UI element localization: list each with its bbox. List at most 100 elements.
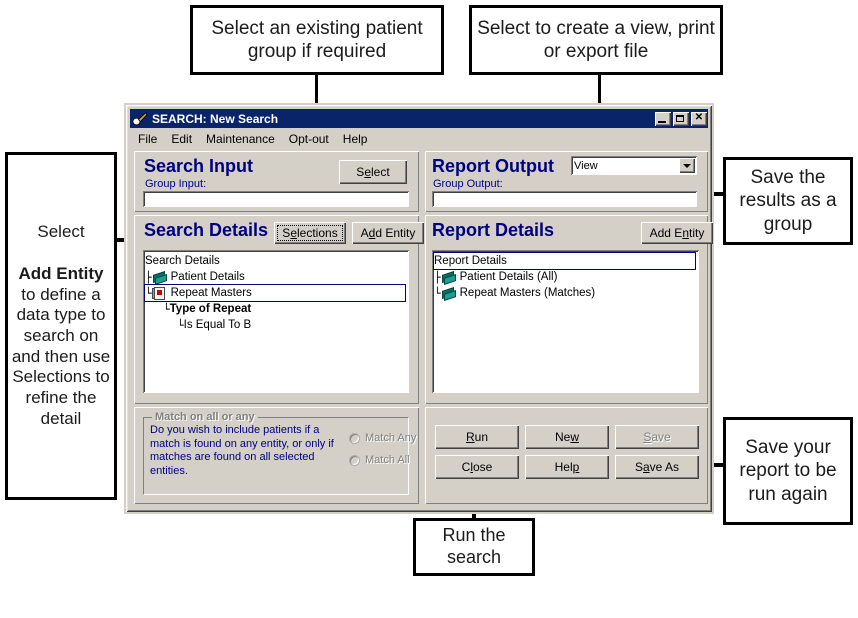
action-buttons-panel: Run New Save Close Help Save As — [425, 407, 708, 504]
radio-match-all-label: Match All — [365, 454, 410, 466]
tree-item-label: Repeat Masters (Matches) — [459, 287, 596, 299]
menubar: File Edit Maintenance Opt-out Help — [131, 130, 707, 147]
tree-row-repeat-masters-matches[interactable]: └ Repeat Masters (Matches) — [434, 285, 697, 301]
arrow-line-right-bottom — [707, 463, 725, 467]
radio-match-any-label: Match Any — [365, 432, 417, 444]
minimize-icon[interactable] — [655, 111, 671, 126]
tree-item-label: Patient Details (All) — [459, 271, 558, 283]
search-dialog-window: SEARCH: New Search ✕ File Edit Maintenan… — [124, 103, 714, 514]
search-details-heading: Search Details — [144, 220, 269, 240]
tree-item-label: Is Equal To B — [183, 319, 252, 331]
tree-root-label: Report Details — [434, 255, 507, 267]
run-button-label: Run — [465, 430, 489, 444]
callout-create-view-print-export: Select to create a view, print or export… — [469, 5, 723, 75]
select-button-label: Select — [356, 165, 390, 179]
window-titlebar[interactable]: SEARCH: New Search ✕ — [130, 109, 708, 128]
group-input-field[interactable] — [143, 191, 409, 207]
callout-text-pre: Select — [37, 222, 85, 242]
report-details-panel: Report Details Add Entity Report Details… — [425, 215, 713, 404]
book-icon — [441, 286, 457, 301]
save-as-button-label: Save As — [634, 460, 680, 474]
tree-root-row[interactable]: Report Details — [433, 252, 696, 270]
tree-connector: └ — [163, 302, 170, 316]
tree-connector: ├ — [434, 270, 441, 284]
callout-text: Run the search — [442, 525, 506, 567]
close-button[interactable]: Close — [435, 455, 519, 479]
tree-connector: └ — [434, 286, 441, 300]
report-output-heading: Report Output — [432, 156, 554, 176]
tree-item-label: Type of Repeat — [169, 303, 252, 315]
menu-item-edit[interactable]: Edit — [171, 131, 193, 146]
new-button-label: New — [554, 430, 579, 444]
tree-row-repeat-masters[interactable]: └ Repeat Masters — [144, 284, 406, 302]
menu-item-opt-out[interactable]: Opt-out — [288, 131, 329, 146]
search-add-entity-label: Add Entity — [360, 226, 416, 240]
report-output-select[interactable]: View — [571, 156, 697, 175]
window-controls: ✕ — [655, 111, 707, 126]
tree-root-label: Search Details — [145, 255, 220, 267]
save-as-button[interactable]: Save As — [615, 455, 699, 479]
close-button-label: Close — [461, 460, 493, 474]
search-input-heading: Search Input — [144, 156, 254, 176]
book-icon — [441, 270, 457, 285]
callout-save-results-as-group: Save the results as a group — [723, 157, 853, 245]
page-red-icon — [151, 286, 168, 300]
radio-match-any[interactable]: Match Any — [349, 432, 416, 444]
chevron-down-icon[interactable] — [679, 158, 695, 173]
tree-connector: └ — [177, 318, 184, 332]
callout-text: Select an existing patient group if requ… — [211, 17, 423, 62]
callout-text-post: to define a data type to search on and t… — [11, 284, 111, 428]
group-output-field[interactable] — [432, 191, 697, 207]
new-button[interactable]: New — [525, 425, 609, 449]
callout-run-the-search: Run the search — [413, 518, 535, 576]
radio-button-icon — [349, 432, 360, 444]
group-output-label: Group Output: — [433, 178, 503, 190]
search-details-panel: Search Details Selections Add Entity Sea… — [134, 215, 424, 404]
save-button-label: Save — [643, 430, 671, 444]
window-title: SEARCH: New Search — [152, 111, 279, 126]
callout-text: Select to create a view, print or export… — [477, 17, 715, 62]
group-input-label: Group Input: — [145, 178, 207, 190]
help-button[interactable]: Help — [525, 455, 609, 479]
tree-row-type-of-repeat[interactable]: └ Type of Repeat — [145, 301, 407, 317]
tree-connector: └ — [145, 286, 152, 300]
maximize-icon[interactable] — [673, 111, 689, 126]
report-details-tree[interactable]: Report Details ├ Patient Details (All) └… — [432, 250, 699, 393]
match-description: Do you wish to include patients if a mat… — [150, 424, 334, 477]
radio-button-icon — [349, 454, 360, 466]
run-button[interactable]: Run — [435, 425, 519, 449]
save-button[interactable]: Save — [615, 425, 699, 449]
menu-item-file[interactable]: File — [138, 131, 158, 146]
callout-text-bold: Add Entity — [18, 263, 104, 283]
callout-text: Save your report to be run again — [739, 437, 837, 505]
callout-text: Save the results as a group — [739, 167, 837, 235]
report-details-heading: Report Details — [432, 220, 555, 240]
select-button[interactable]: Select — [339, 160, 407, 184]
report-add-entity-button[interactable]: Add Entity — [641, 222, 713, 244]
search-details-tree[interactable]: Search Details ├ Patient Details └ Repea… — [143, 250, 409, 393]
tree-item-label: Repeat Masters — [170, 287, 252, 299]
menu-item-help[interactable]: Help — [342, 131, 368, 146]
focus-ring — [277, 225, 343, 241]
search-add-entity-button[interactable]: Add Entity — [352, 222, 424, 244]
tree-row-patient-details[interactable]: ├ Patient Details — [145, 269, 407, 285]
radio-match-all[interactable]: Match All — [349, 454, 410, 466]
search-input-panel: Search Input Group Input: Select — [134, 151, 419, 212]
book-icon — [152, 270, 168, 285]
match-groupbox-title: Match on all or any — [152, 411, 258, 423]
selections-button-label: Selections — [282, 226, 338, 240]
callout-select-patient-group: Select an existing patient group if requ… — [190, 5, 444, 75]
match-panel: Match on all or any Do you wish to inclu… — [134, 407, 419, 504]
tree-connector: ├ — [145, 270, 152, 284]
selections-button[interactable]: Selections — [274, 222, 346, 244]
callout-save-report-to-run-again: Save your report to be run again — [723, 417, 853, 525]
tree-row-patient-details-all[interactable]: ├ Patient Details (All) — [434, 269, 697, 285]
tree-root-row[interactable]: Search Details — [145, 253, 407, 269]
report-output-value: View — [574, 159, 598, 172]
tree-row-is-equal-to-b[interactable]: └ Is Equal To B — [145, 317, 407, 333]
callout-add-entity-instructions: Select Add Entity to define a data type … — [5, 152, 117, 500]
close-icon[interactable]: ✕ — [691, 111, 707, 126]
help-button-label: Help — [554, 460, 580, 474]
match-groupbox: Match on all or any Do you wish to inclu… — [143, 411, 416, 495]
menu-item-maintenance[interactable]: Maintenance — [206, 131, 275, 146]
